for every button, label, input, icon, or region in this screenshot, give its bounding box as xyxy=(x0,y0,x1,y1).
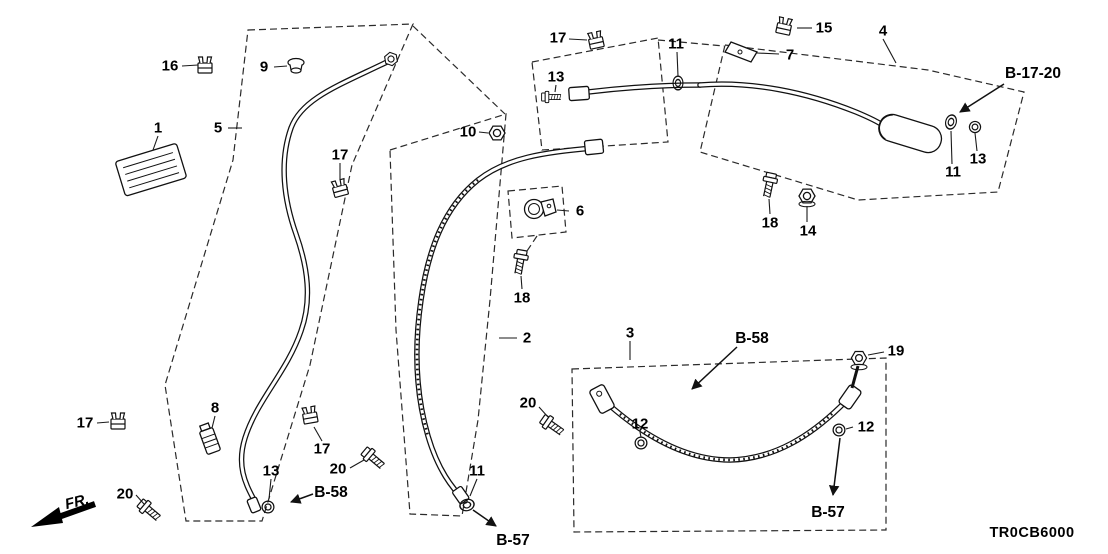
clip-16-icon xyxy=(197,56,213,74)
bracket-7-icon xyxy=(724,41,758,63)
hose-2 xyxy=(414,138,605,513)
fr-arrow xyxy=(31,501,97,527)
clip-15-icon xyxy=(775,16,794,36)
nut-19-icon xyxy=(850,350,868,366)
leader-lines xyxy=(96,27,978,505)
bolt-20-right-icon xyxy=(537,412,567,439)
dashed-group-boxes xyxy=(164,23,1025,533)
bolt-18-mid-icon xyxy=(510,248,530,276)
evaporator-pipe xyxy=(568,82,703,102)
valve-8-icon xyxy=(198,422,221,455)
hardware-parts xyxy=(110,16,816,525)
clip-17-top-icon xyxy=(586,30,605,50)
reference-arrows xyxy=(290,83,1005,527)
clip-17-mid-icon xyxy=(330,177,350,199)
bolt-13-top-icon xyxy=(541,90,562,104)
bolt-20-mid-icon xyxy=(358,444,388,473)
oring-13-right-icon xyxy=(968,120,982,134)
clip-17-left-icon xyxy=(110,412,126,430)
clip-17-bottom-icon xyxy=(300,405,319,425)
grommet-9-icon xyxy=(287,57,305,74)
clamp-6-icon xyxy=(523,198,557,220)
hose-3 xyxy=(589,350,868,463)
oring-12-left-icon xyxy=(634,436,648,450)
oring-12-right-icon xyxy=(832,423,846,437)
label-plate-1 xyxy=(115,143,187,197)
oring-11-right-icon xyxy=(943,113,959,131)
bolt-20-left-icon xyxy=(134,496,164,525)
pipe-4-receiver xyxy=(672,75,982,154)
nut-10-icon xyxy=(488,125,506,141)
bolt-18-right-icon xyxy=(759,171,780,199)
oring-13-bottom-icon xyxy=(261,500,275,514)
pipe-5 xyxy=(238,50,400,514)
